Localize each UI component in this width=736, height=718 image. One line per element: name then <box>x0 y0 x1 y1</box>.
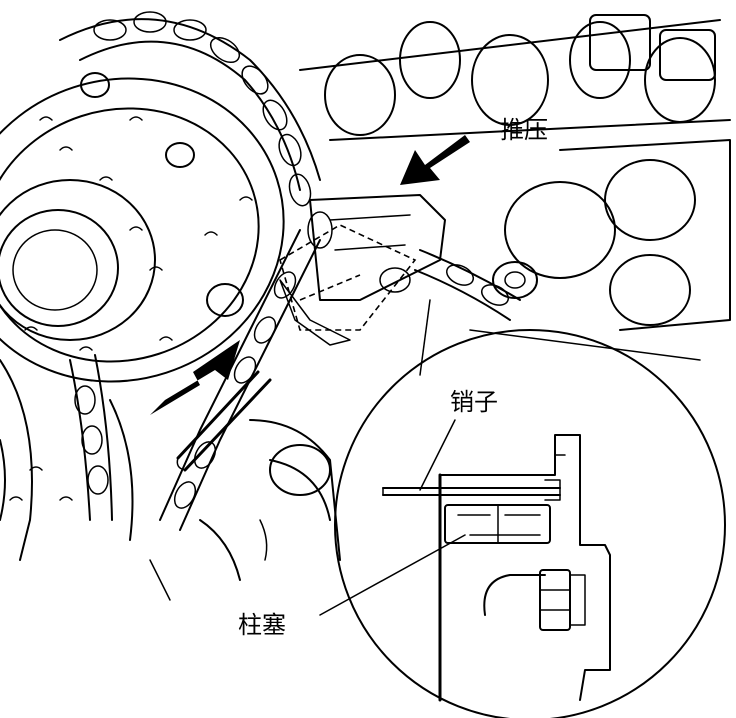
magnified-detail-circle <box>334 329 726 718</box>
push-arrow-lower <box>150 340 240 415</box>
timing-chain <box>59 11 521 531</box>
chain-tensioner <box>176 194 446 472</box>
pin-leader-line <box>419 419 456 491</box>
push-arrow-upper <box>400 135 470 185</box>
camshaft <box>299 14 731 331</box>
push-label: 推压 <box>500 116 548 144</box>
engine-housing-lines <box>0 359 341 601</box>
pin-label: 销子 <box>450 388 498 416</box>
plunger-leader-line <box>319 534 466 616</box>
magnify-leader-right <box>469 329 701 361</box>
plunger-label: 柱塞 <box>238 611 286 639</box>
camshaft-sprocket <box>0 72 285 383</box>
